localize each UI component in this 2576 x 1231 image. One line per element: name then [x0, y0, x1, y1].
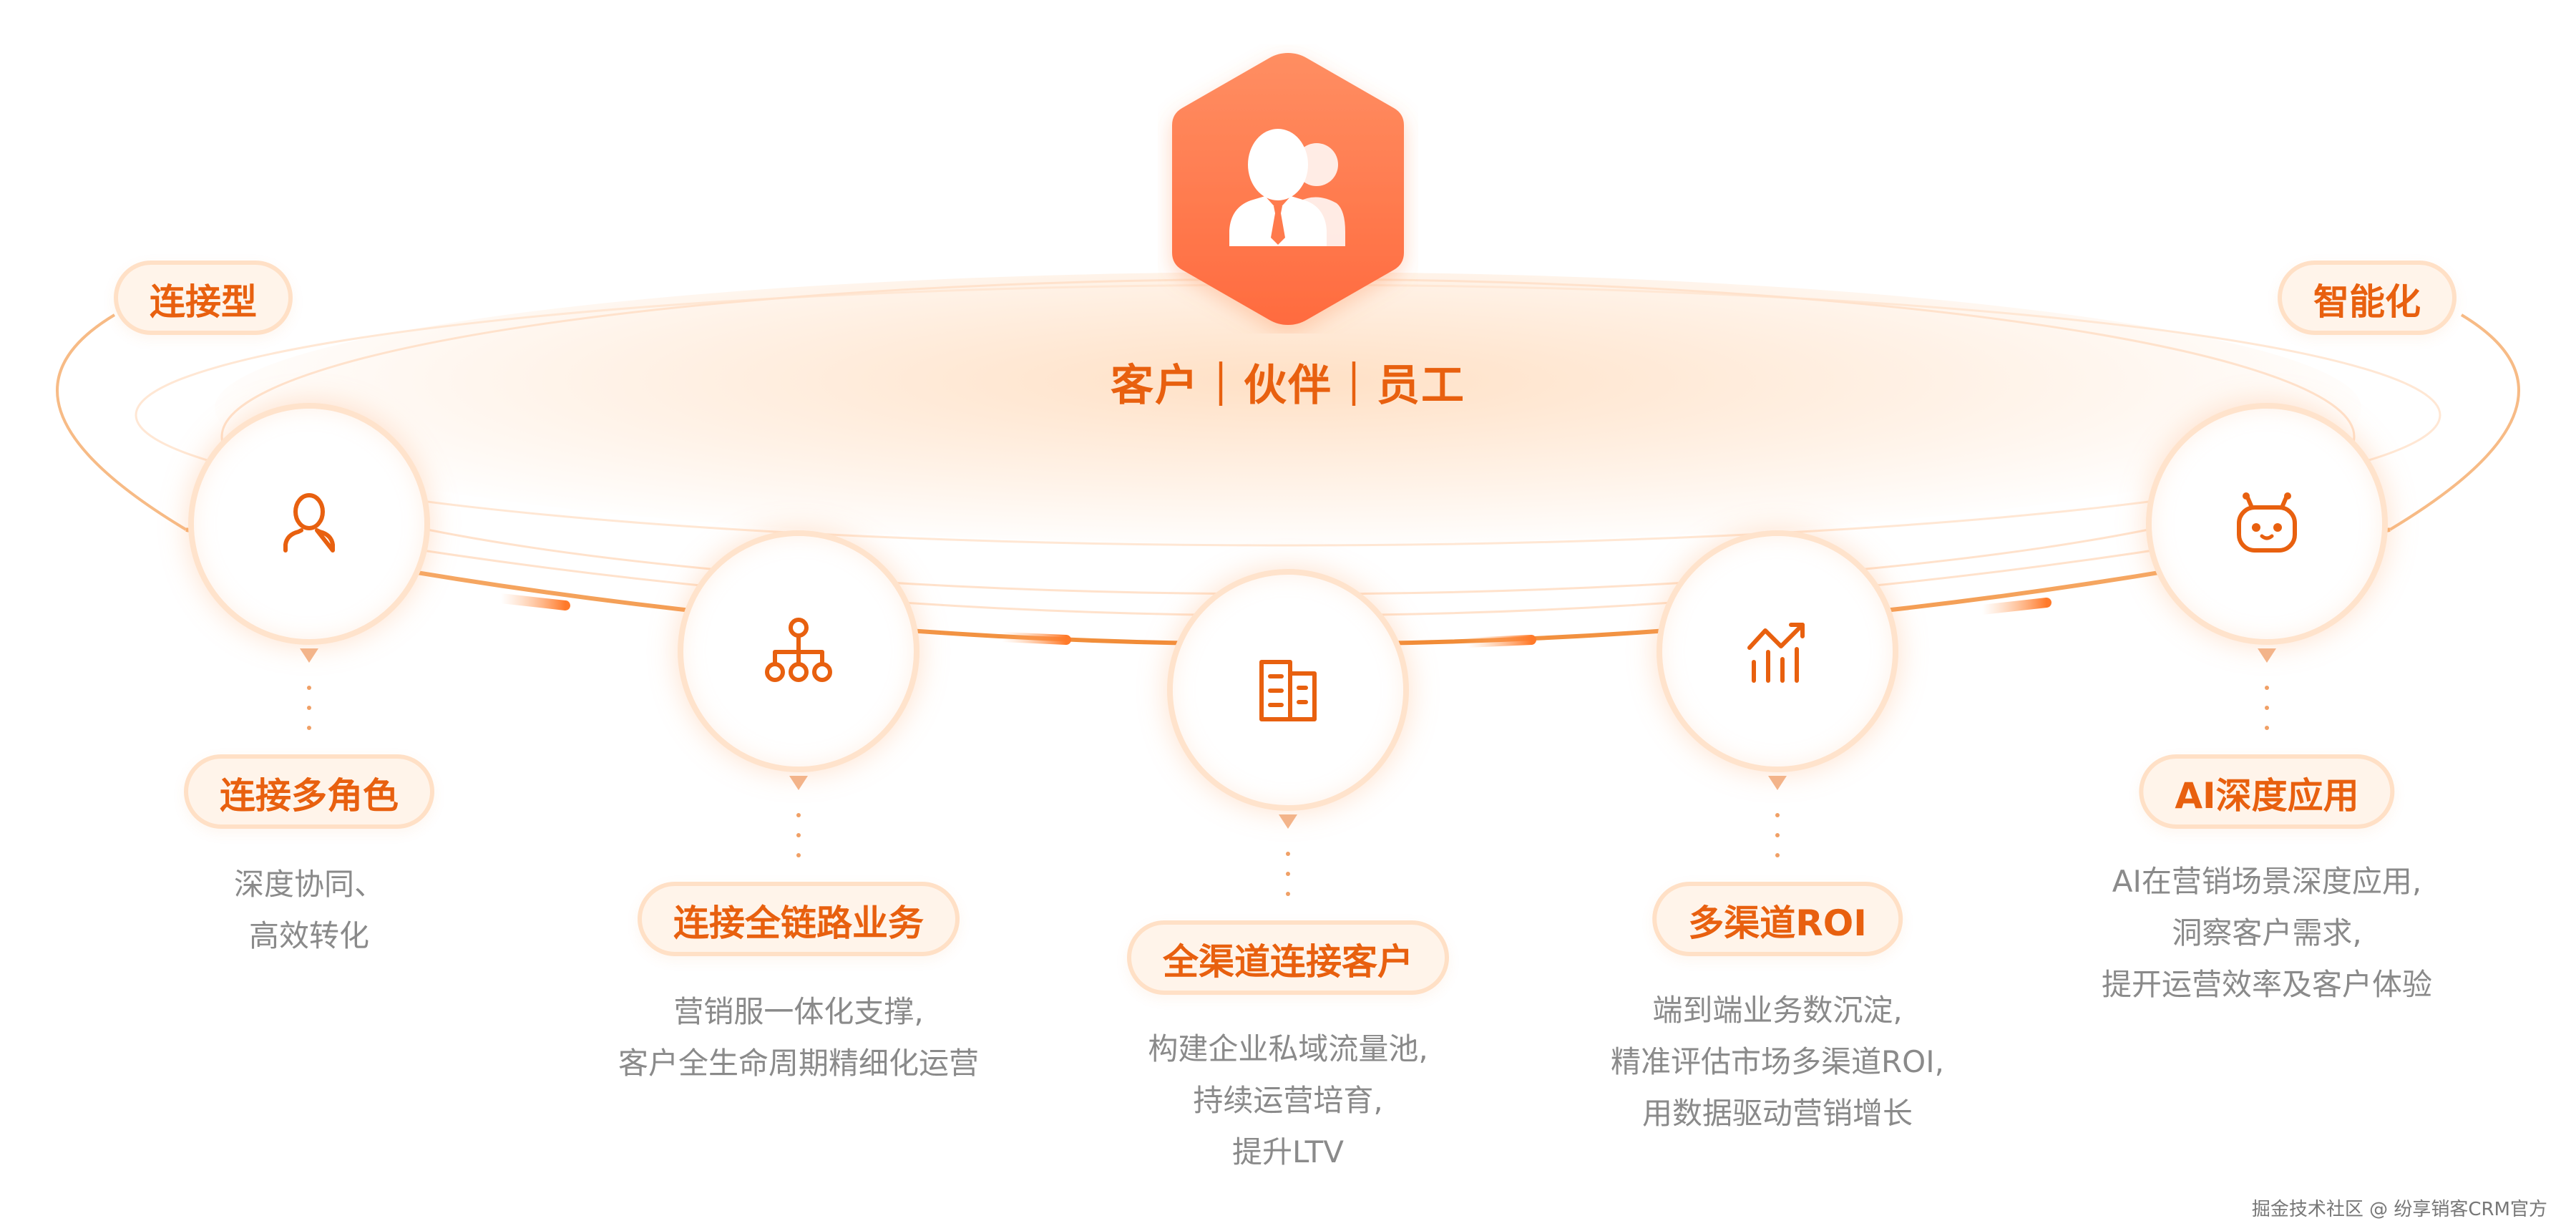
- node-title: 多渠道ROI: [1652, 882, 1903, 956]
- node-pointer: [789, 776, 808, 790]
- description-line: AI在营销场景深度应用,: [2112, 864, 2422, 899]
- hub-label: 客户｜伙伴｜员工: [1111, 361, 1465, 411]
- node-description: 营销服一体化支撑, 客户全生命周期精细化运营: [477, 986, 1121, 1089]
- node-description: 深度协同、 高效转化: [0, 859, 631, 962]
- description-line: 持续运营培育,: [1193, 1083, 1383, 1118]
- node-description: 端到端业务数沉淀, 精准评估市场多渠道ROI, 用数据驱动营销增长: [1455, 985, 2099, 1139]
- node-title: 连接全链路业务: [638, 882, 960, 956]
- user-group-icon: [1229, 129, 1345, 246]
- node-dotted-connector: [1775, 813, 1780, 857]
- description-line: 提开运营效率及客户体验: [2101, 967, 2432, 1002]
- node-dotted-connector: [307, 686, 311, 730]
- bar-chart-trend-icon: [1747, 623, 1805, 683]
- user-icon: [283, 493, 335, 553]
- orbit-left-arc: [56, 313, 187, 531]
- description-line: 高效转化: [248, 918, 369, 953]
- node-circle: [678, 530, 919, 772]
- node-dotted-connector: [1286, 852, 1290, 896]
- robot-icon: [2237, 492, 2297, 553]
- description-line: 洞察客户需求,: [2172, 915, 2362, 950]
- hub-hexagon: [1158, 44, 1418, 334]
- node-circle: [2146, 403, 2388, 645]
- node-description: 构建企业私域流量池, 持续运营培育, 提升LTV: [966, 1023, 1610, 1178]
- description-line: 构建企业私域流量池,: [1148, 1031, 1428, 1066]
- orbit-comet: [1977, 598, 2051, 615]
- description-line: 提升LTV: [1231, 1134, 1344, 1169]
- description-line: 客户全生命周期精细化运营: [618, 1046, 979, 1081]
- node-dotted-connector: [796, 813, 801, 857]
- corner-tag-right: 智能化: [2278, 261, 2457, 335]
- node-title: AI深度应用: [2139, 754, 2395, 829]
- node-dotted-connector: [2265, 686, 2269, 730]
- org-chart-icon: [765, 618, 832, 682]
- node-title: 连接多角色: [184, 754, 434, 829]
- node-circle: [1657, 530, 1898, 772]
- description-line: 端到端业务数沉淀,: [1652, 993, 1903, 1028]
- node-title: 全渠道连接客户: [1127, 920, 1449, 995]
- description-line: 用数据驱动营销增长: [1641, 1096, 1913, 1131]
- description-line: 精准评估市场多渠道ROI,: [1611, 1044, 1944, 1079]
- description-line: 深度协同、: [233, 867, 384, 902]
- building-icon: [1259, 660, 1317, 721]
- node-circle: [1167, 569, 1409, 811]
- orbit-comet: [496, 593, 570, 610]
- node-circle: [188, 403, 430, 645]
- orbit-comet: [997, 632, 1071, 645]
- node-pointer: [2258, 648, 2276, 663]
- node-pointer: [1768, 776, 1787, 790]
- corner-tag-left: 连接型: [114, 261, 293, 335]
- orbit-right-arc: [2389, 313, 2520, 531]
- node-pointer: [1279, 814, 1297, 829]
- node-pointer: [300, 648, 318, 663]
- node-description: AI在营销场景深度应用, 洞察客户需求, 提开运营效率及客户体验: [1945, 856, 2576, 1011]
- watermark: 掘金技术社区 @ 纷享销客CRM官方: [2251, 1199, 2547, 1220]
- description-line: 营销服一体化支撑,: [673, 994, 924, 1029]
- orbit-comet: [1462, 635, 1536, 648]
